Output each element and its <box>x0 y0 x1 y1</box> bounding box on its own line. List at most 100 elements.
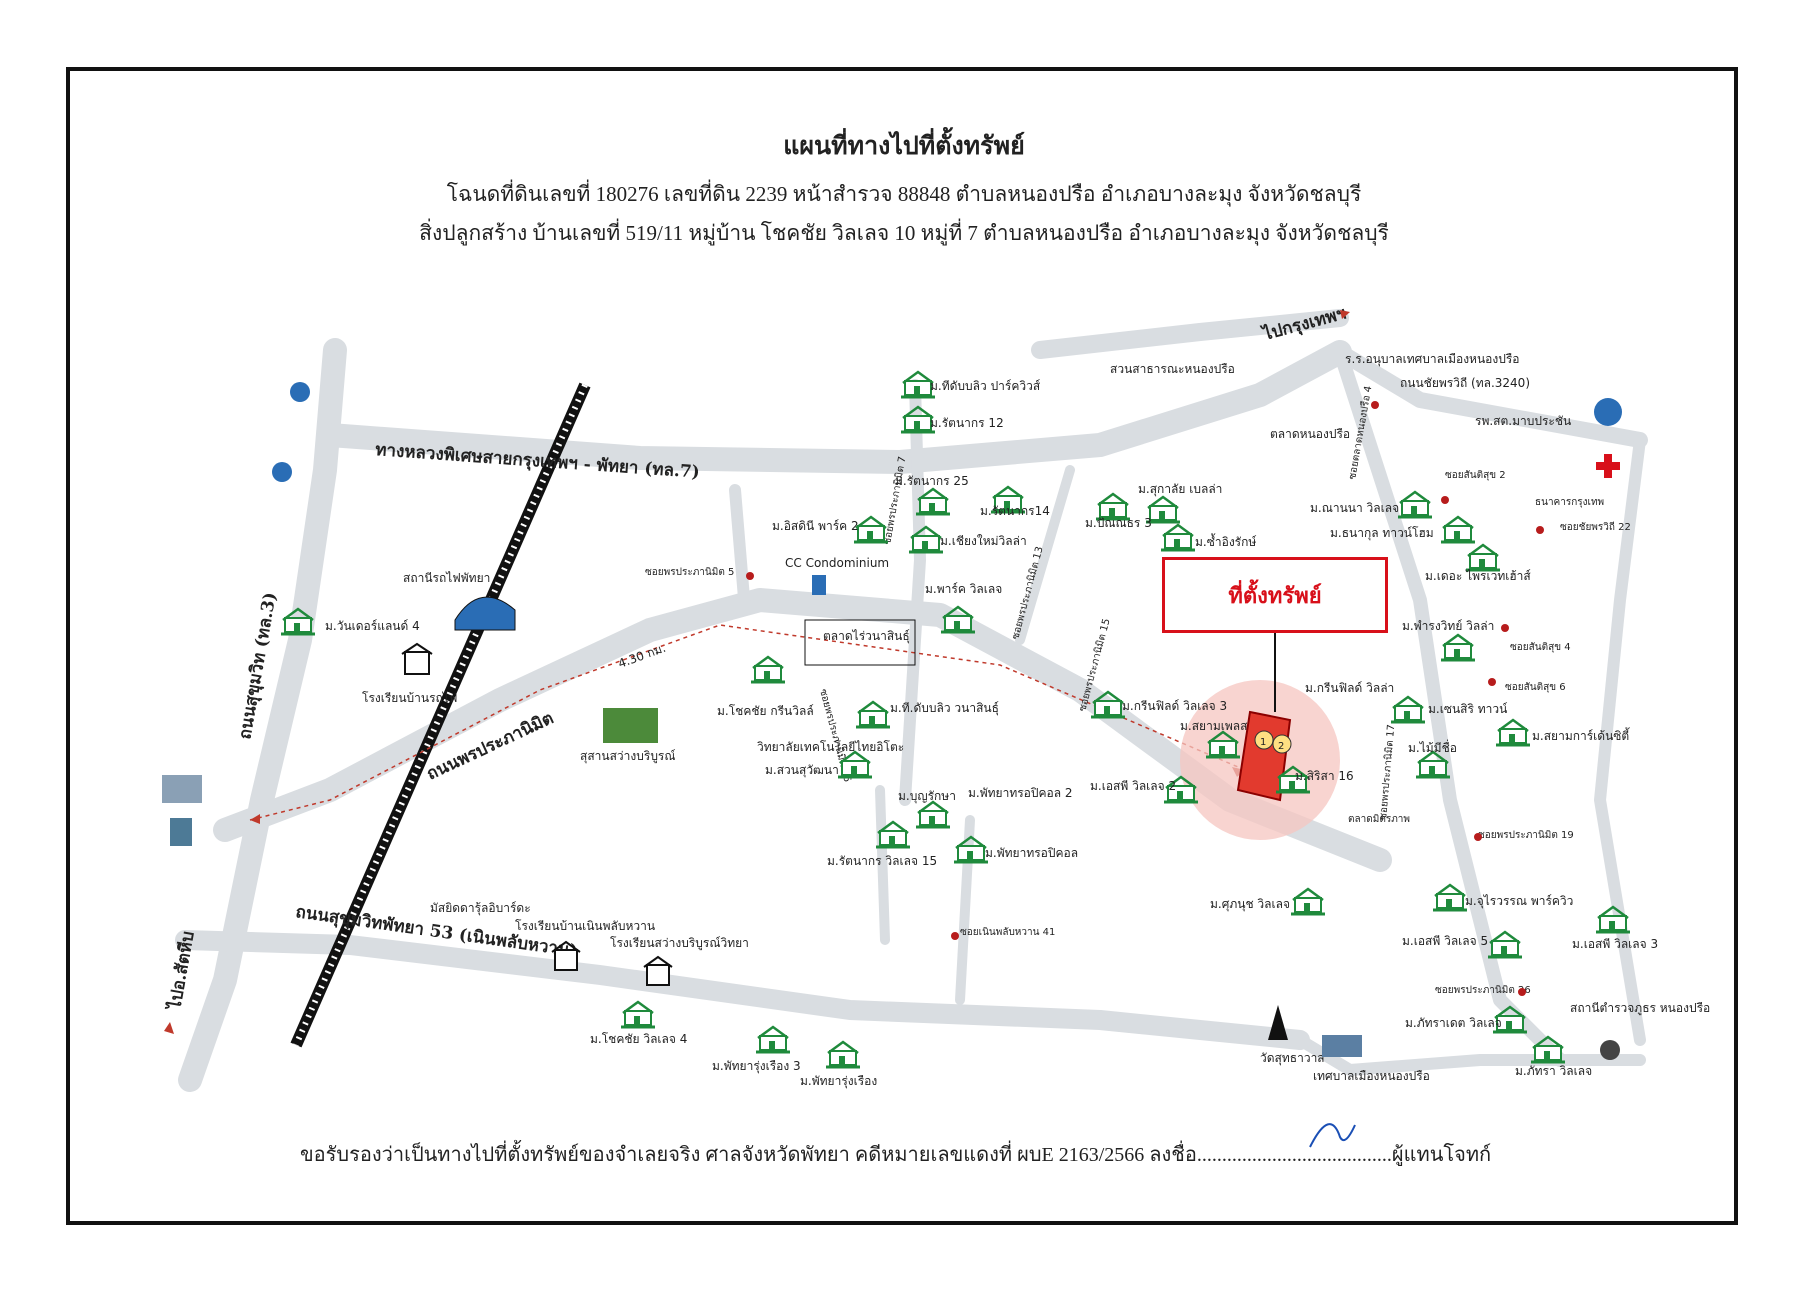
label-soi-chaiyapruek22: ซอยชัยพรวิถี 22 <box>1560 521 1631 533</box>
label-to-sattahip: ไปอ.สัตหีบ <box>164 930 199 1013</box>
road-to-bangkok <box>1031 309 1349 359</box>
road-network <box>175 309 1648 1092</box>
label-es-v2: ม.เอสพี วิลเลจ 2 <box>1090 779 1176 793</box>
label-wonderland: ม.วันเดอร์แลนด์ 4 <box>325 619 420 633</box>
label-pattaya-tropical: ม.พัทยาทรอปิคอล <box>985 846 1078 860</box>
label-pattaya-tropical2: ม.พัทยาทรอปิคอล 2 <box>968 786 1073 800</box>
label-es-v5: ม.เอสพี วิลเลจ 5 <box>1402 934 1488 948</box>
property-parcel <box>1236 710 1292 802</box>
label-cemetery: สุสานสว่างบริบูรณ์ <box>580 749 676 764</box>
label-jaruwan: ม.จุไรวรรณ พาร์ควิว <box>1465 894 1573 909</box>
certification-line: ขอรับรองว่าเป็นทางไปที่ตั้งทรัพย์ของจำเล… <box>300 1144 1492 1166</box>
railway-line <box>290 382 591 1048</box>
label-pan-villa: ม.พำรงวิทย์ วิลล่า <box>1402 619 1494 633</box>
label-boonruk: ม.บุญรักษา <box>898 789 956 804</box>
road-sukhumvit <box>178 338 347 1092</box>
label-bangkok-bank: ธนาคารกรุงเทพ <box>1535 497 1604 508</box>
label-soi-p17: ซอยพรประภานิมิต 17 <box>1378 724 1397 820</box>
cemetery-icon <box>603 708 658 743</box>
label-sensiri: ม.เซนสิริ ทาวน์ <box>1428 702 1507 716</box>
ptt-icon-left-2 <box>272 462 292 482</box>
police-icon <box>1600 1040 1620 1060</box>
label-suan-suwanna: ม.สวนสุวัฒนา <box>765 763 839 778</box>
label-chokchai4: ม.โชคชัย วิลเลจ 4 <box>590 1032 687 1046</box>
label-sukhonthamet: ม.สุกาลัย เบลล่า <box>1138 482 1222 497</box>
building-info-line: สิ่งปลูกสร้าง บ้านเลขที่ 519/11 หมู่บ้าน… <box>419 221 1389 245</box>
label-pattra: ม.ภัทรา วิลเลจ <box>1515 1064 1592 1078</box>
label-thanakul: ม.ธนากุล ทาวน์โฮม <box>1330 526 1434 541</box>
label-the-prime: ม.เดอะ ไพรเวทเฮ้าส์ <box>1425 569 1531 583</box>
deed-info-line: โฉนดที่ดินเลขที่ 180276 เลขที่ดิน 2239 ห… <box>446 182 1362 206</box>
label-soi-santisuk4: ซอยสันติสุข 4 <box>1510 642 1571 653</box>
svg-text:2: 2 <box>1278 741 1284 752</box>
label-technical-college: วิทยาลัยเทคโนโลยีไทยอิโตะ <box>757 740 904 754</box>
mall-icon <box>162 775 202 803</box>
label-wat: วัดสุทธาวาส <box>1260 1051 1325 1066</box>
road-phonprapanimit <box>213 588 1392 872</box>
label-market-mit: ตลาดมิตรภาพ <box>1348 814 1410 825</box>
label-soi-p26: ซอยพรประภานิมิต 26 <box>1435 985 1531 996</box>
label-supanut: ม.ศุภนุช วิลเลจ <box>1210 897 1290 912</box>
condo-icon <box>812 575 826 595</box>
municipality-icon <box>1322 1035 1362 1057</box>
map-frame <box>66 67 1738 1225</box>
label-hospital: รพ.สต.มาบประชัน <box>1475 414 1571 428</box>
label-isdinee: ม.อิสดินี พาร์ค 2 <box>772 519 859 533</box>
label-rail-school: โรงเรียนบ้านรถไฟ <box>362 691 457 705</box>
marker-2 <box>1272 734 1292 754</box>
map-title: แผนที่ทางไปที่ตั้งทรัพย์ <box>783 133 1025 160</box>
label-train-station: สถานีรถไฟพัทยา <box>403 571 490 585</box>
label-ratanakorn14: ม.รัตนากร14 <box>980 504 1050 518</box>
signature-mark <box>1309 1123 1356 1148</box>
label-municipality: เทศบาลเมืองหนองปรือ <box>1313 1069 1430 1083</box>
label-es-v3: ม.เอสพี วิลเลจ 3 <box>1572 937 1658 951</box>
label-soi-santisuk2: ซอยสันติสุข 2 <box>1445 470 1506 481</box>
label-police: สถานีตำรวจภูธร หนองปรือ <box>1570 1001 1710 1016</box>
ptt-icon-left <box>290 382 310 402</box>
label-nasin: ม.ที.ดับบลิว วนาสินธุ์ <box>890 701 999 716</box>
label-sirisa16: ม.สิริสา 16 <box>1295 769 1354 783</box>
temple-icon <box>1268 1005 1288 1040</box>
label-nanna: ม.ณานนา วิลเลจ <box>1310 501 1399 515</box>
label-tw-park: ม.ทีดับบลิว ปาร์ควิวส์ <box>930 379 1041 393</box>
route-arrow-tail <box>250 814 260 824</box>
ptt-icon <box>1594 398 1622 426</box>
label-park-village: ม.พาร์ค วิลเลจ <box>925 582 1002 596</box>
label-mosque: มัสยิดดารุ้ลอิบาร์ดะ <box>430 901 531 916</box>
road-chaiyapruek <box>1332 344 1648 448</box>
property-location-box: ที่ตั้งทรัพย์ <box>1162 557 1388 633</box>
label-chaiyapruek: ถนนชัยพรวิถี (ทล.3240) <box>1400 376 1530 390</box>
road-pattaya53 <box>175 930 1310 1050</box>
label-soi-noenplub41: ซอยเนินพลับหวาน 41 <box>960 927 1055 938</box>
label-chiangmai-villa: ม.เชียงใหม่วิลล่า <box>940 534 1027 548</box>
market-outline <box>804 619 916 666</box>
bank-icon <box>170 818 192 846</box>
label-ratanakorn15: ม.รัตนากร วิลเลจ 15 <box>827 854 937 868</box>
label-green-field3: ม.กรีนฟิลด์ วิลเลจ 3 <box>1122 699 1227 713</box>
label-school-sawang: โรงเรียนสว่างบริบูรณ์วิทยา <box>610 936 749 951</box>
road-highway-7 <box>318 340 1352 474</box>
label-siam-place: ม.สยามเพลส <box>1180 719 1248 733</box>
label-soi-santisuk6: ซอยสันติสุข 6 <box>1505 682 1566 693</box>
hospital-cross-icon <box>1596 454 1620 478</box>
label-cc-condo: CC Condominium <box>785 556 889 570</box>
label-park: สวนสาธารณะหนองปรือ <box>1110 362 1235 376</box>
label-green-field: ม.กรีนฟิลด์ วิลล่า <box>1305 681 1394 695</box>
label-pattana3: ม.ปัณณธร 3 <box>1085 516 1152 530</box>
label-soi-p19: ซอยพรประภานิมิต 19 <box>1478 830 1574 841</box>
arrow-to-sattahip <box>164 1022 174 1034</box>
label-ratanakorn25: ม.รัตนากร 25 <box>895 474 969 488</box>
label-pattra-t: ม.ภัทราเดต วิลเลจ <box>1405 1016 1502 1030</box>
label-chokchai-green: ม.โชคชัย กรีนวิลล์ <box>717 704 814 718</box>
label-sam-arkan: ม.ซ้ำอิงรักษ์ <box>1195 533 1257 549</box>
train-station-icon <box>454 596 516 631</box>
label-ratanakorn12: ม.รัตนากร 12 <box>930 416 1004 430</box>
label-soi-p5: ซอยพรประภานิมิต 5 <box>645 567 734 578</box>
label-siam-garden: ม.สยามการ์เด้นซิตี้ <box>1532 727 1630 743</box>
label-pattaya-rueng3: ม.พัทยารุ่งเรือง 3 <box>712 1059 801 1074</box>
label-school-noenplub: โรงเรียนบ้านเนินพลับหวาน <box>515 919 655 933</box>
label-mai-mi: ม.ไม้มีชื่อ <box>1408 739 1457 755</box>
marker-1 <box>1254 730 1274 750</box>
arrow-to-bangkok <box>1340 310 1350 319</box>
